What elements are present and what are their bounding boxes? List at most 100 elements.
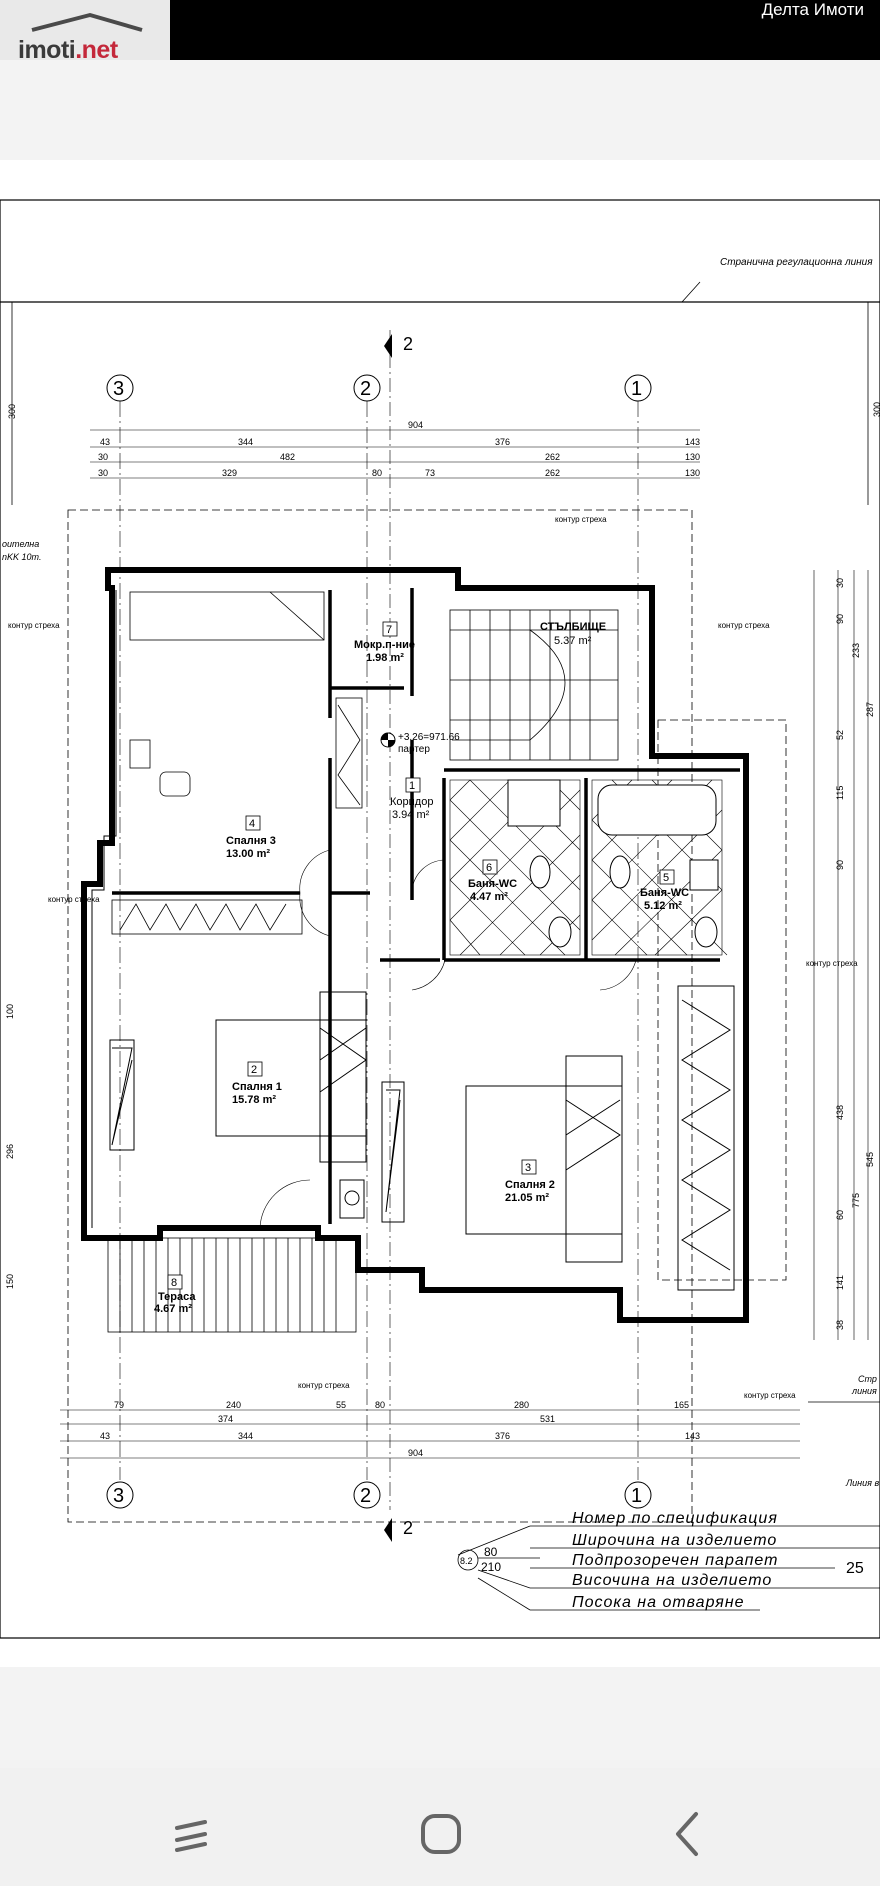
legend-item: Номер по спецификация: [572, 1510, 778, 1527]
room-number: 8: [171, 1277, 177, 1289]
dim-text: 80: [375, 1400, 385, 1410]
agency-name: Делта Имоти: [761, 0, 864, 19]
left-edge-label: оителна: [2, 539, 39, 549]
dim-text: 376: [495, 1431, 510, 1441]
room-name: Баня-WC: [468, 878, 517, 890]
dim-text: 143: [685, 437, 700, 447]
recent-apps-icon: [175, 1820, 207, 1852]
dim-text: 438: [835, 1105, 845, 1120]
dim-text: 60: [835, 1210, 845, 1220]
terrace: [107, 1237, 357, 1333]
dim-text: 80: [372, 468, 382, 478]
right-edge-label: Линия в: [845, 1478, 879, 1488]
bedroom3-furniture: [129, 591, 363, 809]
room-name: Спалня 1: [232, 1081, 282, 1093]
right-dimensions: [813, 570, 869, 1340]
section-mark-top: 2: [403, 334, 413, 354]
bath-fixtures: [507, 779, 719, 948]
image-top-padding: [0, 60, 880, 160]
room-area: 5.12 m²: [644, 900, 682, 912]
logo-main: imoti: [18, 36, 76, 64]
recent-apps-button[interactable]: [165, 1804, 225, 1864]
interior-walls: [112, 588, 740, 1224]
dim-text: 165: [674, 1400, 689, 1410]
legend-sample-num: 8.2: [460, 1556, 473, 1566]
dim-text: 374: [218, 1414, 233, 1424]
dim-text: 43: [100, 1431, 110, 1441]
dim-text: 90: [835, 860, 845, 870]
dim-text: 280: [514, 1400, 529, 1410]
staircase: [449, 609, 619, 761]
legend-item: Широчина на изделието: [572, 1532, 777, 1549]
contour-label: контур стреха: [298, 1381, 350, 1390]
house-roof-icon: [31, 13, 143, 32]
axis-label: 2: [360, 1485, 371, 1507]
section-mark-bottom: 2: [403, 1518, 413, 1538]
right-edge-label: линия: [851, 1386, 877, 1396]
axis-label: 1: [631, 378, 642, 400]
room-area: 3.94 m²: [392, 809, 430, 821]
regulation-line-text: Странична регулационна линия: [720, 257, 873, 268]
home-icon: [421, 1814, 461, 1854]
level-mark: +3.26=971.66: [398, 732, 460, 743]
exterior-walls: [81, 567, 749, 1323]
contour-label: контур стреха: [8, 621, 60, 630]
dim-text: 30: [98, 452, 108, 462]
dim-text: 79: [114, 1400, 124, 1410]
room-area: 21.05 m²: [505, 1192, 549, 1204]
home-button[interactable]: [411, 1804, 471, 1864]
bottom-dimensions: 79 240 55 80 280 165 374 531 43 344 376 …: [60, 1400, 800, 1459]
site-logo[interactable]: imoti.net: [0, 0, 170, 64]
contour-label: контур стреха: [555, 515, 607, 524]
door-swings: [259, 849, 637, 1229]
room-number: 5: [663, 872, 669, 884]
dim-text: 150: [5, 1274, 15, 1289]
room-number: 3: [525, 1162, 531, 1174]
top-dimensions: 904 43 344 376 143 30 482 262 130 30 329…: [90, 420, 700, 479]
room-area: 1.98 m²: [366, 652, 404, 664]
room-area: 15.78 m²: [232, 1094, 276, 1106]
dim-text: 43: [100, 437, 110, 447]
dim-text: 141: [835, 1275, 845, 1290]
room-number: 7: [386, 624, 392, 636]
axis-label: 1: [631, 1485, 642, 1507]
dim-text: 376: [495, 437, 510, 447]
system-navigation-bar: [0, 1768, 880, 1886]
floor-plan-image[interactable]: Странична регулационна линия 2 3 2 1 904…: [0, 160, 880, 1667]
contour-label: контур стреха: [48, 895, 100, 904]
dim-text: 90: [835, 614, 845, 624]
room-name: Баня-WC: [640, 887, 689, 899]
stair-area: 5.37 m²: [554, 635, 592, 647]
room-number: 1: [409, 780, 415, 792]
dim-text: 130: [685, 468, 700, 478]
room-area: 13.00 m²: [226, 848, 270, 860]
axis-label: 2: [360, 378, 371, 400]
dim-text: 904: [408, 420, 423, 430]
dim-text: 262: [545, 452, 560, 462]
back-icon: [676, 1812, 698, 1856]
roof-contour-labels: контур стреха контур стреха контур стрех…: [8, 515, 858, 1400]
stair-label: СТЪЛБИЩЕ: [540, 621, 606, 633]
level-note: партер: [398, 744, 430, 755]
regulation-line-label: Странична регулационна линия: [720, 257, 873, 268]
image-bottom-padding: [0, 1667, 880, 1768]
dim-text: 300: [872, 402, 880, 417]
dim-text: 52: [835, 730, 845, 740]
dim-text: 531: [540, 1414, 555, 1424]
bedroom2-bed: [381, 985, 735, 1291]
dim-text: 545: [865, 1152, 875, 1167]
room-name: Спалня 2: [505, 1179, 555, 1191]
top-bar: imoti.net Делта Имоти: [0, 0, 880, 64]
axis-label: 3: [113, 378, 124, 400]
dim-text: 38: [835, 1320, 845, 1330]
legend-sample-sill: 25: [846, 1560, 864, 1577]
room-area: 4.67 m²: [154, 1303, 192, 1315]
room-number: 6: [486, 862, 492, 874]
room-number: 2: [251, 1064, 257, 1076]
dim-text: 143: [685, 1431, 700, 1441]
left-edge-label: nKK 10m.: [2, 552, 42, 562]
legend-sample-width: 80: [484, 1545, 498, 1559]
back-button[interactable]: [658, 1804, 718, 1864]
dim-text: 287: [865, 702, 875, 717]
dim-text: 55: [336, 1400, 346, 1410]
